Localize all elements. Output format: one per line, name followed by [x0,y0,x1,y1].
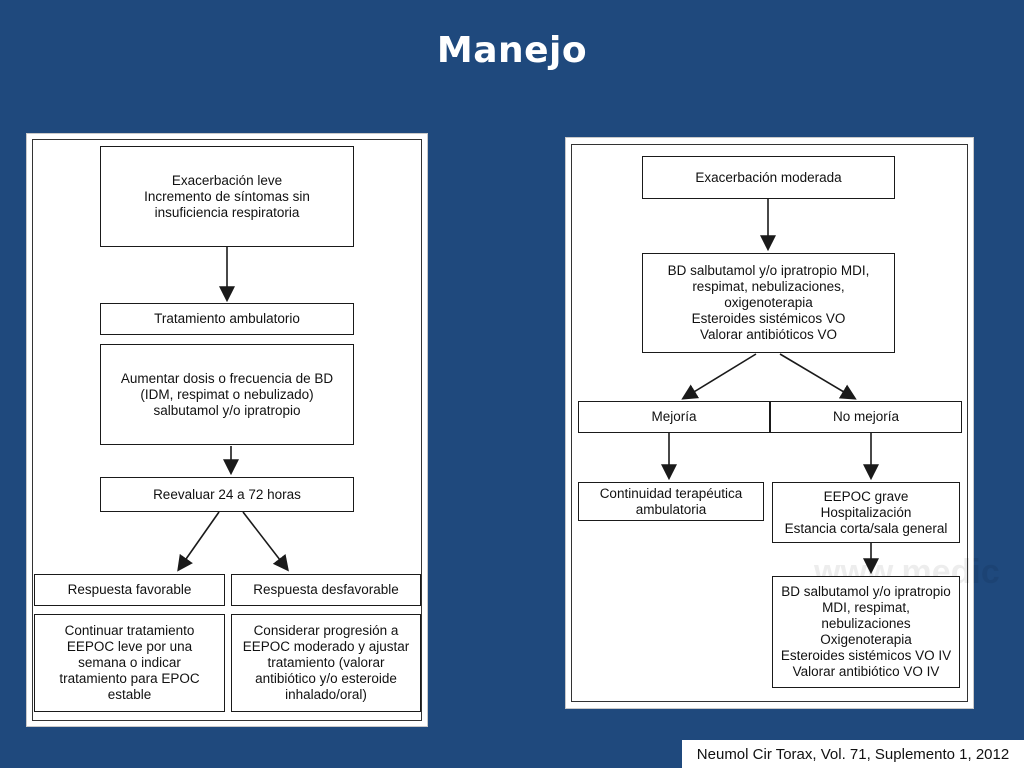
eepoc-grave-box: EEPOC grave Hospitalización Estancia cor… [772,482,960,543]
respuesta-desfavorable-box: Respuesta desfavorable [231,574,421,606]
left-flowchart-panel: Exacerbación leve Incremento de síntomas… [26,133,428,727]
slide-title: Manejo [436,30,588,71]
reevaluar-box: Reevaluar 24 a 72 horas [100,477,354,512]
no-mejoria-box: No mejoría [770,401,962,433]
arrow-to-mejoria [681,353,757,400]
arrow-to-desfavorable [242,511,289,572]
bd-salbutamol-vo-box: BD salbutamol y/o ipratropio MDI, respim… [642,253,895,353]
exacerbacion-moderada-box: Exacerbación moderada [642,156,895,199]
mejoria-box: Mejoría [578,401,770,433]
aumentar-dosis-box: Aumentar dosis o frecuencia de BD (IDM, … [100,344,354,445]
arrow-to-favorable [177,511,220,572]
arrow-to-no-mejoria [779,353,857,400]
right-flowchart-frame [571,144,968,702]
bd-salbutamol-iv-box: BD salbutamol y/o ipratropio MDI, respim… [772,576,960,688]
left-flowchart-arrows [177,247,289,572]
tratamiento-ambulatorio-box: Tratamiento ambulatorio [100,303,354,335]
citation: Neumol Cir Torax, Vol. 71, Suplemento 1,… [682,740,1024,768]
left-flowchart-frame [32,139,422,721]
right-flowchart-panel: www.medic Exacerbación moderada BD salbu… [565,137,1000,709]
continuidad-terapeutica-box: Continuidad terapéutica ambulatoria [578,482,764,521]
considerar-progresion-box: Considerar progresión a EEPOC moderado y… [231,614,421,712]
respuesta-favorable-box: Respuesta favorable [34,574,225,606]
right-flowchart-arrows [661,199,879,575]
continuar-tratamiento-box: Continuar tratamiento EEPOC leve por una… [34,614,225,712]
exacerbacion-leve-box: Exacerbación leve Incremento de síntomas… [100,146,354,247]
